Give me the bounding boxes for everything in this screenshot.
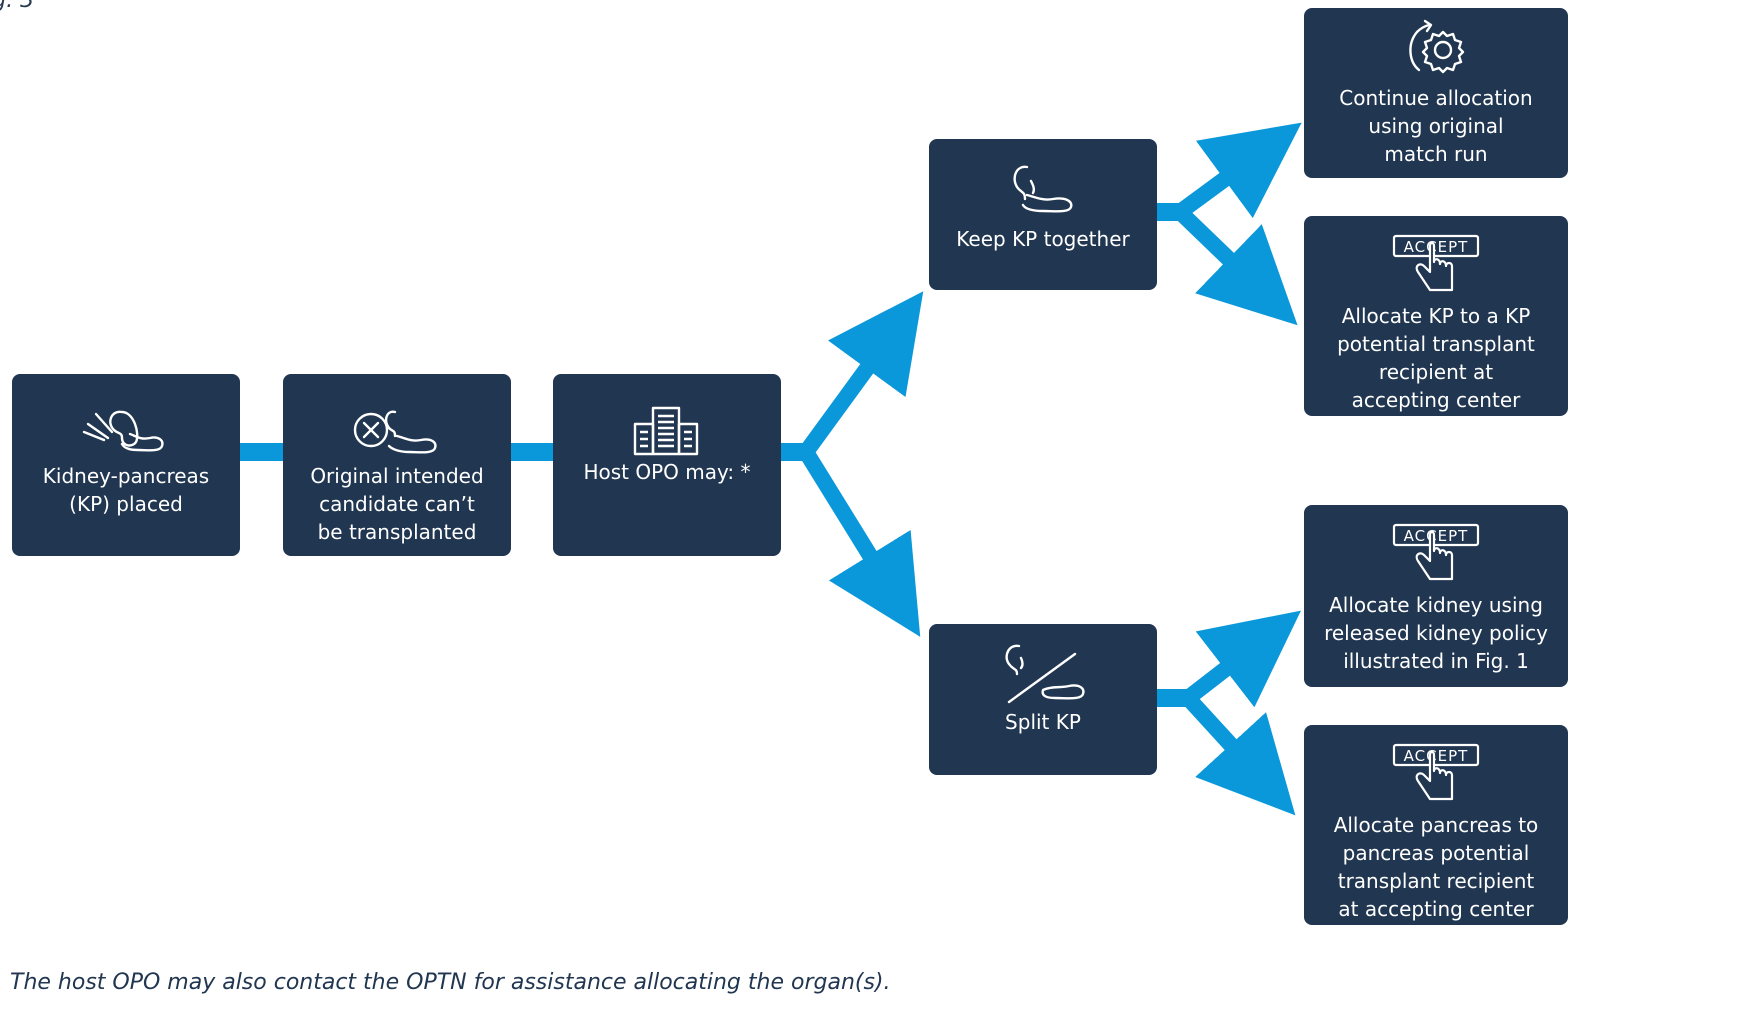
gear-refresh-icon (1409, 19, 1465, 74)
keep-together-box: Keep KP together (929, 139, 1157, 290)
host-opo-box: Host OPO may: * (553, 374, 781, 556)
kidney-pancreas-icon (1013, 165, 1073, 213)
split-label: Split KP (1005, 710, 1081, 734)
arrow-to-continue (1175, 122, 1302, 219)
accept-hand-icon: ACCEPT (1392, 234, 1480, 292)
arrow-to-split (799, 447, 921, 637)
arrow-to-allocate-kidney (1183, 610, 1301, 708)
declined-kidney-pancreas-icon (353, 410, 437, 454)
footnote: The host OPO may also contact the OPTN f… (10, 970, 891, 995)
accept-hand-icon: ACCEPT (1392, 523, 1480, 581)
continue-allocation-box: Continue allocation using original match… (1304, 8, 1568, 178)
allocate-pancreas-label: Allocate pancreas to pancreas potential … (1333, 813, 1539, 921)
accept-icon-text: ACCEPT (1404, 747, 1469, 765)
allocate-pancreas-box: ACCEPT Allocate pancreas to pancreas pot… (1304, 725, 1568, 925)
candidate-label: Original intended candidate can’t be tra… (310, 464, 484, 544)
allocate-kp-label: Allocate KP to a KP potential transplant… (1337, 304, 1535, 412)
allocate-kidney-label: Allocate kidney using released kidney po… (1324, 593, 1548, 673)
arrow-to-allocate-kp (1174, 206, 1298, 326)
allocate-kidney-box: ACCEPT Allocate kidney using released ki… (1304, 505, 1568, 687)
host-opo-label: Host OPO may: * (583, 460, 751, 484)
split-box: Split KP (929, 624, 1157, 775)
kp-placed-box: Kidney-pancreas (KP) placed (12, 374, 240, 556)
accept-icon-text: ACCEPT (1404, 527, 1469, 545)
kp-placed-label: Kidney-pancreas (KP) placed (42, 464, 210, 516)
keep-together-label: Keep KP together (956, 227, 1130, 251)
continue-allocation-label: Continue allocation using original match… (1339, 86, 1533, 166)
split-kidney-pancreas-icon (1005, 644, 1085, 704)
accept-hand-icon: ACCEPT (1392, 743, 1480, 801)
kidney-pancreas-placed-icon (82, 410, 164, 452)
allocate-kp-box: ACCEPT Allocate KP to a KP potential tra… (1304, 216, 1568, 416)
arrow-to-keep (799, 291, 924, 457)
building-icon (633, 406, 699, 456)
figure-label: ig. 3 (0, 0, 35, 13)
arrow-to-allocate-pancreas (1182, 692, 1296, 816)
candidate-box: Original intended candidate can’t be tra… (283, 374, 511, 556)
accept-icon-text: ACCEPT (1404, 238, 1469, 256)
